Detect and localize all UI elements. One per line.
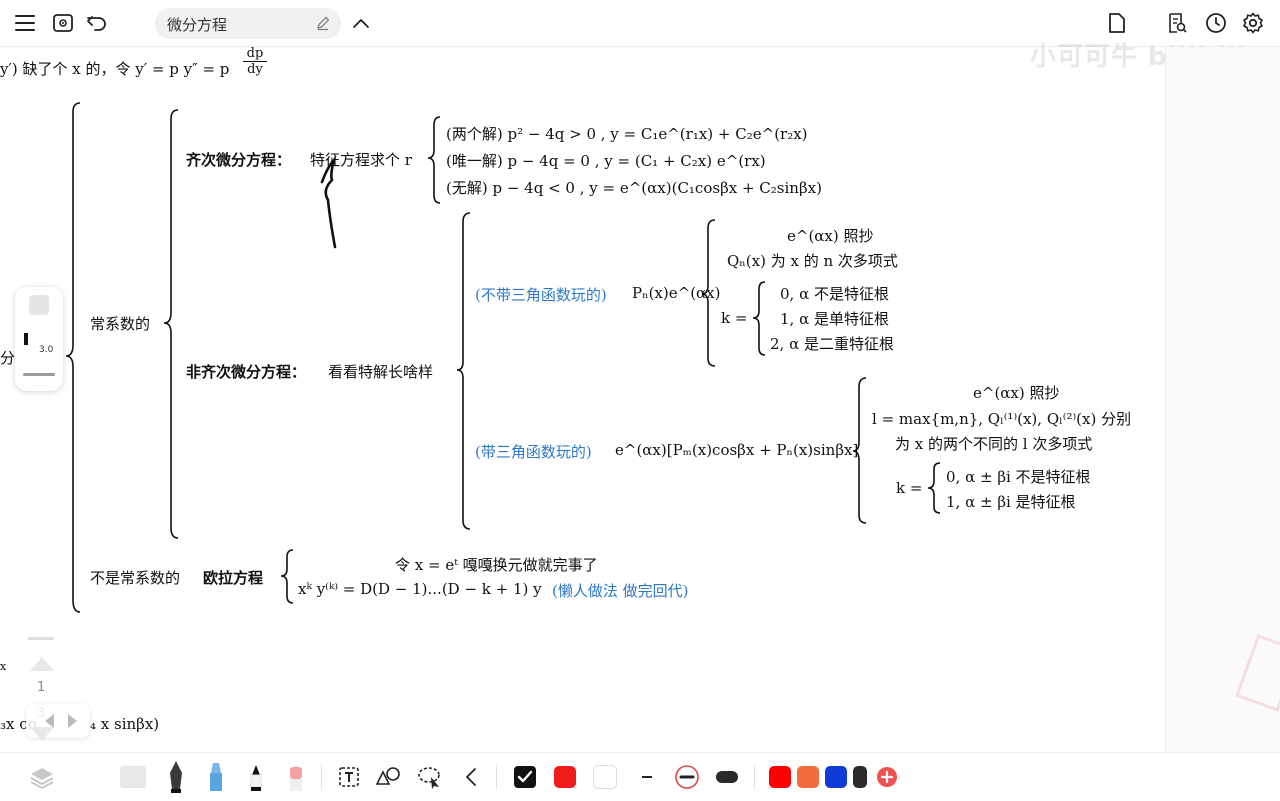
document-title-field[interactable]: 微分方程 xyxy=(155,8,341,39)
euler-line1: 令 x = eᵗ 嘎嘎换元做就完事了 xyxy=(395,556,598,574)
highlighter-icon[interactable] xyxy=(200,753,232,801)
case1-k-2: 2, α 是二重特征根 xyxy=(770,335,894,353)
outer-brace xyxy=(65,102,81,613)
menu-icon[interactable] xyxy=(10,8,40,38)
case1-k: k = xyxy=(721,309,748,327)
case1-formula: Pₙ(x)e^(αx) xyxy=(632,284,721,302)
brace-layer xyxy=(65,102,941,613)
stroke-thin-icon[interactable] xyxy=(632,753,662,801)
page-prev-icon[interactable] xyxy=(42,712,56,730)
homog-label: 齐次微分方程： xyxy=(186,151,292,169)
case2-formula: e^(αx)[Pₘ(x)cosβx + Pₙ(x)sinβx] xyxy=(615,441,859,459)
panel-slider[interactable] xyxy=(23,373,55,376)
eraser-block-icon[interactable] xyxy=(116,753,150,801)
case1-line-poly: Qₙ(x) 为 x 的 n 次多项式 xyxy=(727,252,898,270)
nonhomog-desc: 看看特解长啥样 xyxy=(328,363,434,381)
homog-desc: 特征方程求个 r xyxy=(310,151,412,169)
floating-pen-panel: 3.0 xyxy=(15,287,63,391)
page-number: 1 xyxy=(37,680,46,695)
case1-line-copy: e^(αx) 照抄 xyxy=(787,227,874,245)
page-next-icon[interactable] xyxy=(66,712,80,730)
const-brace xyxy=(163,109,179,539)
left-x-mark: x xyxy=(0,660,7,673)
palette-orange-swatch[interactable] xyxy=(794,753,822,801)
top-toolbar: 微分方程 xyxy=(0,0,1280,47)
eraser-icon[interactable] xyxy=(280,753,312,801)
nonhomog-brace xyxy=(456,212,471,530)
case2-k: k = xyxy=(896,479,923,497)
palette-blue-swatch[interactable] xyxy=(822,753,850,801)
fountain-pen-icon[interactable] xyxy=(160,753,192,801)
text-tool-icon[interactable] xyxy=(333,753,365,801)
handwritten-stroke xyxy=(320,155,337,249)
case2-line-copy: e^(αx) 照抄 xyxy=(973,384,1060,402)
case1-k-1: 1, α 是单特征根 xyxy=(780,310,889,328)
euler-note: (懒人做法 做完回代) xyxy=(552,582,689,600)
case2-label: (带三角函数玩的) xyxy=(475,443,592,461)
layers-icon[interactable] xyxy=(24,753,60,801)
case2-k-brace xyxy=(927,462,941,514)
case1-k-brace xyxy=(752,281,766,356)
case2-brace xyxy=(852,377,867,524)
euler-line2: xᵏ y⁽ᵏ⁾ = D(D − 1)...(D − k + 1) y xyxy=(298,580,542,598)
pen-preview-icon[interactable] xyxy=(29,295,49,315)
document-title[interactable]: 微分方程 xyxy=(167,16,228,34)
history-icon[interactable] xyxy=(1201,8,1231,38)
settings-icon[interactable] xyxy=(1238,8,1268,38)
case2-line-max: l = max{m,n}, Qₗ⁽¹⁾(x), Qₗ⁽²⁾(x) 分别 xyxy=(872,410,1132,428)
lasso-icon[interactable] xyxy=(414,753,446,801)
nonhomog-label: 非齐次微分方程： xyxy=(186,363,307,381)
homog-case-no-root: (无解) p − 4q < 0 , y = e^(αx)(C₁cosβx + C… xyxy=(446,179,822,197)
stroke-thick-icon[interactable] xyxy=(712,753,742,801)
undo-icon[interactable] xyxy=(82,8,112,38)
pencil-icon[interactable] xyxy=(240,753,272,801)
euler-label-b: 欧拉方程 xyxy=(203,569,264,587)
left-clipped-label: 分 xyxy=(0,349,16,367)
color-white-swatch[interactable] xyxy=(590,753,620,801)
collapse-chevron-icon[interactable] xyxy=(346,8,376,38)
palette-dark-swatch[interactable] xyxy=(848,753,872,801)
shapes-icon[interactable] xyxy=(373,753,405,801)
page-down-icon[interactable] xyxy=(28,725,56,745)
fraction-denominator: dy xyxy=(243,61,267,77)
note-fragment-top: y′) 缺了个 x 的，令 y′ = p y″ = p xyxy=(0,60,230,78)
color-black-selected[interactable] xyxy=(510,753,540,801)
bottom-toolbar xyxy=(0,752,1280,801)
stroke-medium-icon[interactable] xyxy=(672,753,702,801)
color-red-swatch[interactable] xyxy=(550,753,580,801)
palette-red-swatch[interactable] xyxy=(766,753,794,801)
pen-size-icon[interactable] xyxy=(24,333,28,345)
page-nav-handle[interactable] xyxy=(28,637,54,640)
homog-case-two-roots: (两个解) p² − 4q > 0 , y = C₁e^(r₁x) + C₂e^… xyxy=(446,125,808,143)
bottom-fragment-b: ₄ x sinβx) xyxy=(90,715,160,733)
case1-label: (不带三角函数玩的) xyxy=(475,286,607,304)
homog-brace xyxy=(427,116,441,204)
reading-mode-icon[interactable] xyxy=(48,8,78,38)
case2-k-0: 0, α ± βi 不是特征根 xyxy=(946,468,1091,486)
euler-brace xyxy=(280,549,294,604)
case1-brace xyxy=(701,219,716,367)
page-up-icon[interactable] xyxy=(28,655,56,673)
collapse-toolbar-icon[interactable] xyxy=(456,753,486,801)
page-icon[interactable] xyxy=(1102,8,1132,38)
euler-label-a: 不是常系数的 xyxy=(90,569,181,587)
pen-size-value: 3.0 xyxy=(39,345,54,355)
add-color-icon[interactable] xyxy=(874,753,900,801)
const-coef-label: 常系数的 xyxy=(90,315,151,333)
page-margin xyxy=(1165,47,1280,752)
edit-pencil-icon[interactable] xyxy=(315,15,331,35)
search-doc-icon[interactable] xyxy=(1162,8,1192,38)
case2-k-1: 1, α ± βi 是特征根 xyxy=(946,493,1076,511)
case1-k-0: 0, α 不是特征根 xyxy=(780,285,889,303)
case2-line-poly: 为 x 的两个不同的 l 次多项式 xyxy=(895,435,1093,453)
fraction-numerator: dp xyxy=(246,46,264,61)
fraction: dp dy xyxy=(243,46,267,77)
homog-case-one-root: (唯一解) p − 4q = 0 , y = (C₁ + C₂x) e^(rx) xyxy=(446,152,766,170)
